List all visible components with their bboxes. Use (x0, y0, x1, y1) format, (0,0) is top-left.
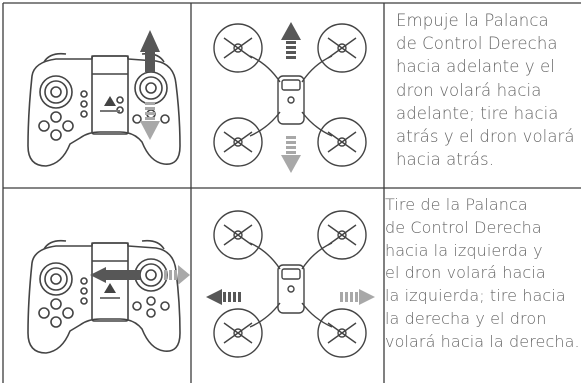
instruction-text: Empuje la Palanca de Control Derecha hac… (396, 11, 575, 170)
controller-left-right-illustration (27, 239, 190, 354)
instruction-forward-backward: Empuje la Palanca de Control Derecha hac… (396, 9, 580, 171)
instruction-left-right: Tire de la Palanca de Control Derecha ha… (385, 194, 581, 354)
drone-left-right-illustration (206, 210, 375, 358)
controller-up-down-illustration (27, 30, 181, 167)
drone-forward-backward-illustration (213, 22, 367, 173)
instruction-text: Tire de la Palanca de Control Derecha ha… (385, 195, 580, 351)
